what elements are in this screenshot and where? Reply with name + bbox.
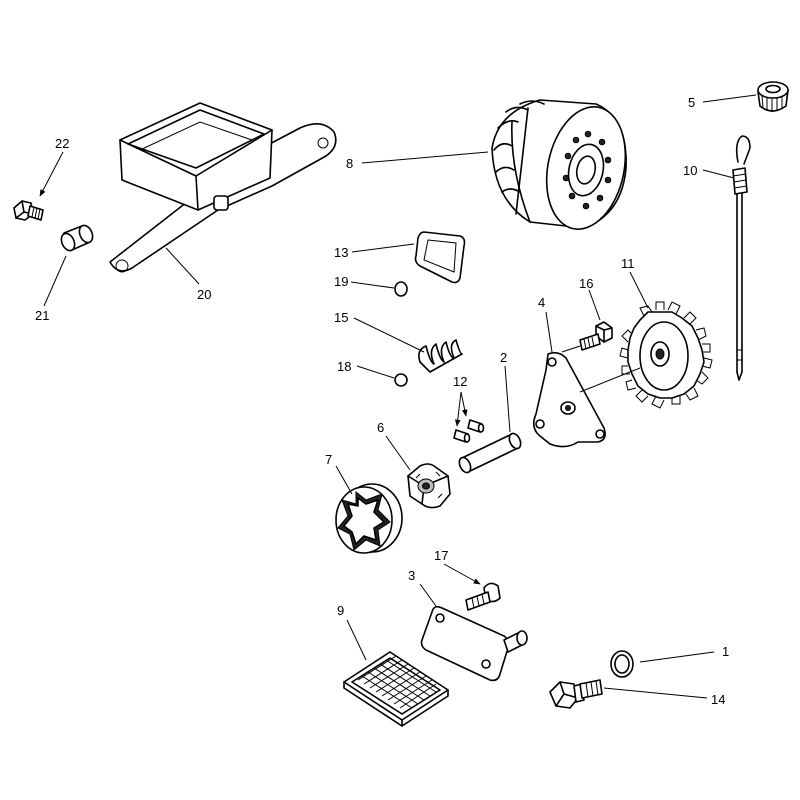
- part-14-drain-plug: [549, 679, 603, 709]
- callout-10: 10: [683, 163, 697, 178]
- part-5-dipstick-cap: [757, 81, 789, 112]
- part-6-inner-rotor: [407, 463, 451, 509]
- filter-inlet-holes: [562, 130, 612, 210]
- callout-21: 21: [35, 308, 49, 323]
- callout-18: 18: [337, 359, 351, 374]
- part-4-pump-cover: [532, 351, 606, 448]
- part-19-o-ring: [394, 281, 408, 297]
- part-17-screw: [465, 582, 501, 611]
- part-18-check-ball: [394, 373, 408, 387]
- callout-9: 9: [337, 603, 344, 618]
- screen-mesh: [357, 655, 437, 709]
- part-22-bolt: [13, 200, 44, 221]
- part-15-spring: [418, 339, 463, 373]
- callout-5: 5: [688, 95, 695, 110]
- part-1-sealing-washer: [610, 650, 634, 678]
- callout-8: 8: [346, 156, 353, 171]
- callout-4: 4: [538, 295, 545, 310]
- callout-7: 7: [325, 452, 332, 467]
- part-16-bolt: [579, 321, 613, 351]
- part-21-bushing: [60, 224, 94, 252]
- leader-lines: [39, 94, 757, 699]
- callout-14: 14: [711, 692, 725, 707]
- callout-labels: 1 2 3 4 5 6 7 8 9 10 11 12 13 14 15 16 1…: [35, 95, 729, 707]
- callout-17: 17: [434, 548, 448, 563]
- part-13-gasket: [414, 231, 466, 284]
- callout-11: 11: [621, 256, 635, 271]
- part-11-drive-gear: [619, 301, 713, 409]
- callout-15: 15: [334, 310, 348, 325]
- part-3-pickup-plate: [420, 605, 528, 682]
- callout-13: 13: [334, 245, 348, 260]
- part-20-pickup-bracket: [109, 102, 337, 273]
- gear-teeth: [619, 301, 713, 409]
- callout-6: 6: [377, 420, 384, 435]
- part-2-pump-shaft: [458, 432, 522, 474]
- part-8-oil-filter: [491, 99, 627, 230]
- callout-16: 16: [579, 276, 593, 291]
- callout-22: 22: [55, 136, 69, 151]
- callout-1: 1: [722, 644, 729, 659]
- callout-2: 2: [500, 350, 507, 365]
- callout-3: 3: [408, 568, 415, 583]
- callout-12: 12: [453, 374, 467, 389]
- part-9-oil-screen: [343, 651, 449, 727]
- part-12-pins: [453, 419, 485, 443]
- part-10-dipstick: [732, 135, 751, 381]
- callout-20: 20: [197, 287, 211, 302]
- callout-19: 19: [334, 274, 348, 289]
- part-7-outer-rotor: [335, 483, 403, 554]
